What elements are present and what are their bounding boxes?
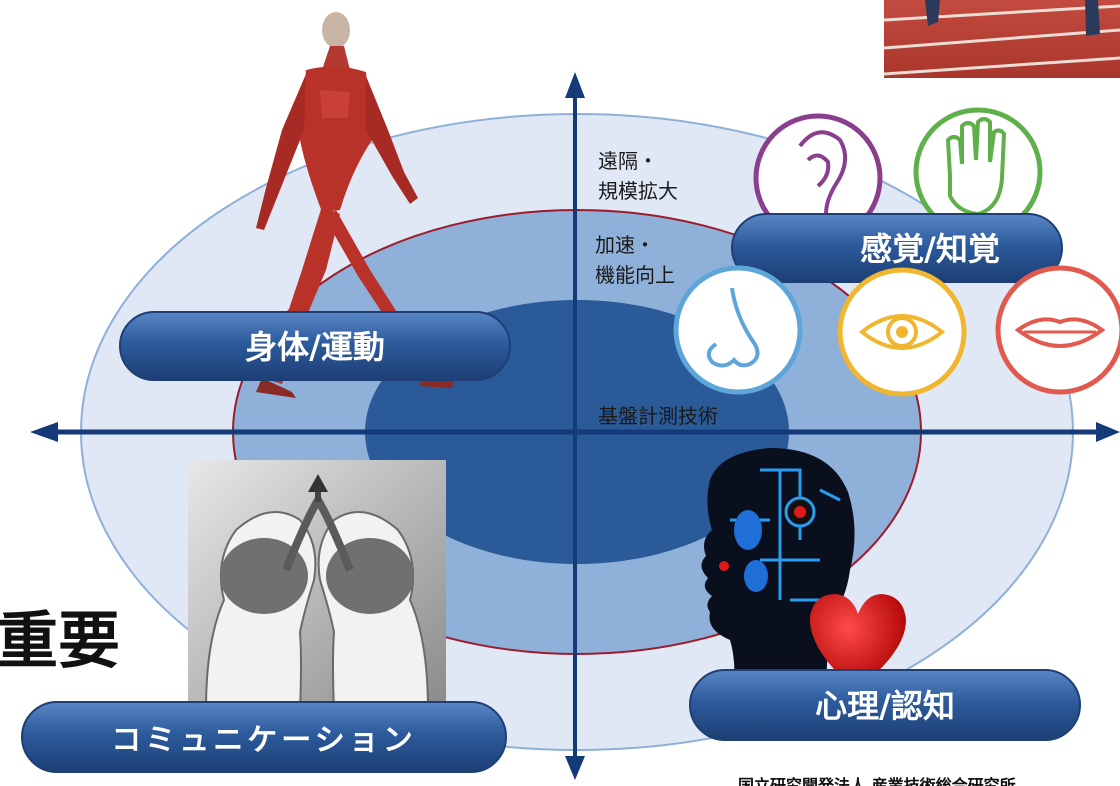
mind-cognition-pill[interactable]: 心理/認知 <box>689 669 1081 741</box>
communication-pill[interactable]: コミュニケーション <box>21 701 507 773</box>
partial-heading-text: 重要 <box>0 604 120 677</box>
ai-head-heart-image <box>701 448 906 690</box>
horizontal-axis <box>30 422 1120 442</box>
communication-label: コミュニケーション <box>111 723 416 758</box>
brain-heads-image <box>188 460 446 711</box>
footer-credit: 国立研究開発法人 産業技術総合研究所 <box>738 776 1016 786</box>
inner-ring-label: 基盤計測技術 <box>598 404 718 428</box>
vertical-axis <box>565 72 585 780</box>
body-motion-label: 身体/運動 <box>245 328 385 366</box>
sense-perception-label: 感覚/知覚 <box>860 230 1000 268</box>
mouth-icon <box>995 265 1120 395</box>
middle-ring-label-2: 機能向上 <box>595 263 675 287</box>
nose-icon <box>673 265 803 395</box>
mind-cognition-label: 心理/認知 <box>815 687 955 725</box>
eye-icon <box>837 267 967 397</box>
middle-ring-label-1: 加速・ <box>595 233 655 257</box>
body-motion-pill[interactable]: 身体/運動 <box>119 311 511 381</box>
runner-photo <box>883 0 1120 78</box>
outer-ring-label-2: 規模拡大 <box>598 179 678 203</box>
outer-ring-label-1: 遠隔・ <box>598 149 658 173</box>
